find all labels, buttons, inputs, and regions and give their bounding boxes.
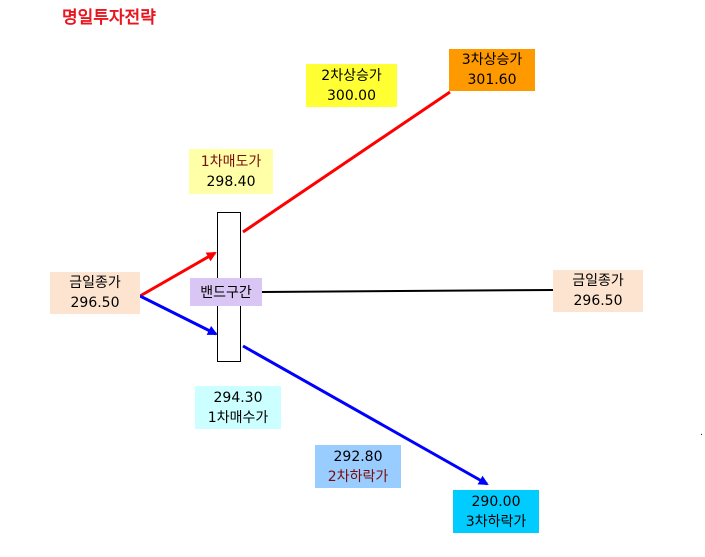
page-title: 명일투자전략 [62,8,156,28]
up2-box: 2차상승가 300.00 [306,64,397,107]
down3-label: 3차하락가 [465,513,527,530]
stray-mark: . [700,428,703,438]
up3-label: 3차상승가 [461,52,523,68]
prev-close-right-value: 296.50 [573,293,623,309]
down3-box: 290.00 3차하락가 [453,490,539,533]
up2-label: 2차상승가 [321,67,382,84]
up-line-to-target [242,90,451,234]
down2-box: 292.80 2차하락가 [315,445,401,488]
up-arrow-to-band [139,251,217,298]
prev-close-right-box: 금일종가 296.50 [553,270,643,312]
down3-value: 290.00 [471,493,521,510]
sell1-label: 1차매도가 [200,153,262,170]
down-arrow-to-band [139,294,218,336]
down-arrow-to-target [242,344,489,486]
up2-value: 300.00 [327,87,376,104]
prev-close-left-box: 금일종가 296.50 [50,272,140,314]
up3-value: 301.60 [467,72,517,88]
prev-close-left-value: 296.50 [70,295,120,311]
prev-close-left-label: 금일종가 [69,275,121,291]
sell1-value: 298.40 [206,173,256,190]
prev-close-right-label: 금일종가 [572,273,624,289]
down2-label: 2차하락가 [327,468,389,485]
buy1-label: 1차매수가 [207,409,269,426]
up3-box: 3차상승가 301.60 [449,49,535,91]
buy1-value: 294.30 [213,389,263,406]
buy1-box: 294.30 1차매수가 [195,386,281,429]
sell1-box: 1차매도가 298.40 [189,149,273,194]
down2-value: 292.80 [333,448,383,465]
band-range-label: 밴드구간 [190,278,262,306]
close-line [261,289,554,293]
